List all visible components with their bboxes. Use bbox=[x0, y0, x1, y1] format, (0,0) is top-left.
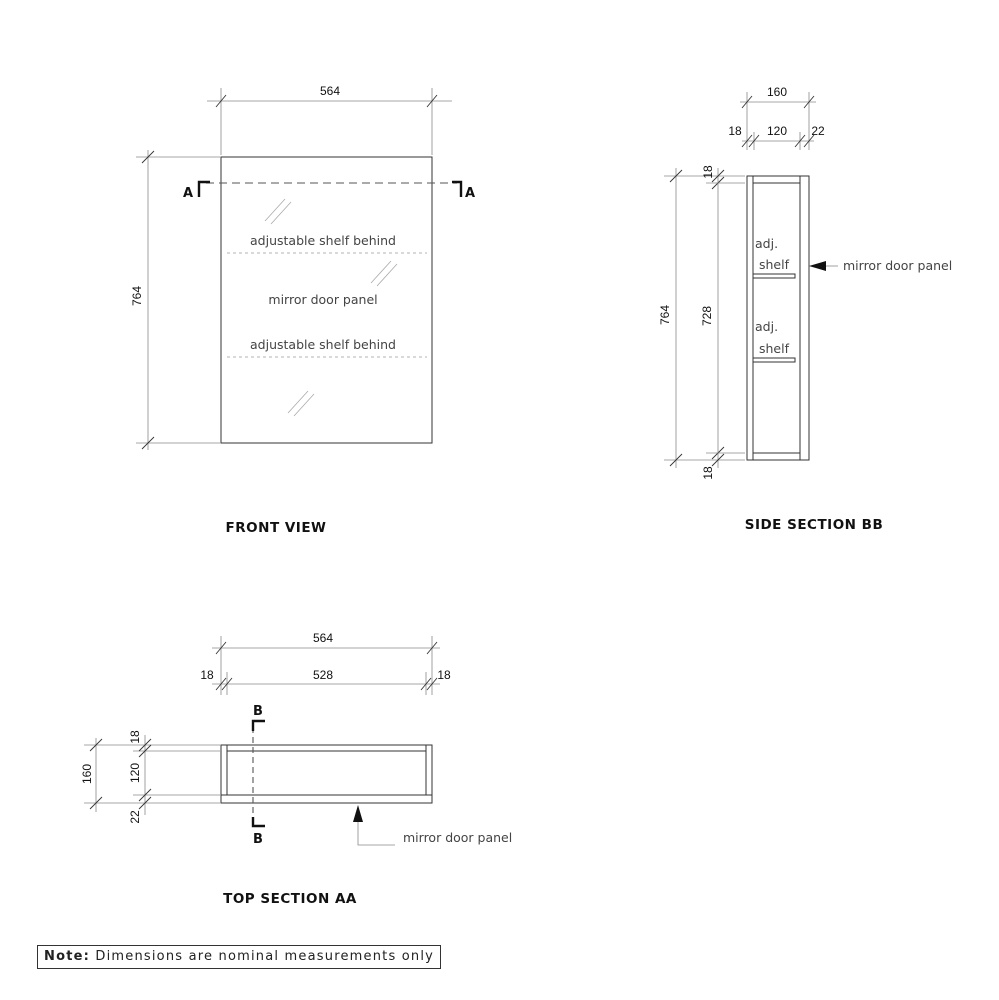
top-front-value: 22 bbox=[128, 810, 142, 824]
top-depth-sub-dimensions: 18 120 22 bbox=[128, 730, 220, 824]
side-shelf-upper bbox=[752, 273, 796, 279]
svg-text:A: A bbox=[465, 186, 475, 201]
side-cabinet-section bbox=[746, 175, 810, 461]
front-width-value: 564 bbox=[320, 84, 340, 98]
side-shelf1-label-line2: shelf bbox=[759, 257, 790, 272]
mirror-glass-hatch-top bbox=[264, 198, 292, 225]
side-section: 160 18 120 22 764 bbox=[658, 85, 952, 533]
front-shelf-label-bottom: adjustable shelf behind bbox=[250, 337, 396, 352]
side-height-dimension: 764 bbox=[658, 168, 745, 468]
side-bottom-board-value: 18 bbox=[701, 466, 715, 480]
front-shelf-label-top: adjustable shelf behind bbox=[250, 233, 396, 248]
top-mid-value: 120 bbox=[128, 763, 142, 783]
top-cabinet-section bbox=[220, 744, 433, 804]
front-door-label: mirror door panel bbox=[268, 292, 377, 307]
side-shelf2-label-line2: shelf bbox=[759, 341, 790, 356]
top-left-board-value: 18 bbox=[200, 668, 214, 682]
front-view: 564 764 A A bbox=[130, 84, 475, 536]
side-shelf2-label-line1: adj. bbox=[755, 319, 778, 334]
front-height-value: 764 bbox=[130, 286, 144, 306]
top-sub-dimensions: 18 528 18 bbox=[200, 668, 451, 695]
top-door-label: mirror door panel bbox=[403, 830, 512, 845]
side-door-label: mirror door panel bbox=[843, 258, 952, 273]
top-depth-dimension: 160 bbox=[80, 738, 220, 812]
top-width-value: 564 bbox=[313, 631, 333, 645]
side-height-value: 764 bbox=[658, 305, 672, 325]
side-inner-height-dimension: 18 728 18 bbox=[700, 165, 745, 480]
side-top-board-value: 18 bbox=[701, 165, 715, 179]
front-cabinet-outline bbox=[220, 156, 433, 444]
section-marker-b-bottom: B bbox=[251, 817, 265, 847]
top-depth-value: 160 bbox=[80, 764, 94, 784]
top-door-leader: mirror door panel bbox=[353, 805, 512, 846]
front-view-title: FRONT VIEW bbox=[226, 520, 327, 536]
front-width-dimension: 564 bbox=[207, 84, 452, 155]
section-marker-b-top: B bbox=[251, 704, 265, 731]
side-depth-dimension: 160 bbox=[740, 85, 816, 150]
side-sub-dimensions: 18 120 22 bbox=[728, 124, 825, 150]
top-section: 564 18 528 18 160 bbox=[80, 631, 512, 907]
section-marker-a-right: A bbox=[452, 180, 475, 201]
side-shelf-lower bbox=[752, 357, 796, 363]
side-section-title: SIDE SECTION BB bbox=[745, 517, 884, 533]
svg-text:B: B bbox=[253, 704, 263, 719]
side-shelf1-label-line1: adj. bbox=[755, 236, 778, 251]
mirror-glass-hatch-bottom bbox=[287, 390, 315, 417]
top-right-board-value: 18 bbox=[437, 668, 451, 682]
note-box: Note: Dimensions are nominal measurement… bbox=[37, 945, 442, 969]
top-width-dimension: 564 bbox=[212, 631, 440, 695]
note-text: Dimensions are nominal measurements only bbox=[90, 949, 435, 964]
top-inner-width-value: 528 bbox=[313, 668, 333, 682]
note-label: Note: bbox=[44, 949, 91, 964]
side-dim-mid: 120 bbox=[767, 124, 787, 138]
side-depth-value: 160 bbox=[767, 85, 787, 99]
top-back-value: 18 bbox=[128, 730, 142, 744]
top-section-title: TOP SECTION AA bbox=[223, 891, 357, 907]
mirror-glass-hatch-mid bbox=[370, 260, 398, 287]
side-dim-left: 18 bbox=[728, 124, 742, 138]
svg-text:A: A bbox=[183, 186, 193, 201]
section-marker-a-left: A bbox=[183, 180, 210, 201]
side-dim-right: 22 bbox=[811, 124, 825, 138]
side-inner-height-value: 728 bbox=[700, 306, 714, 326]
svg-text:B: B bbox=[253, 832, 263, 847]
side-door-leader: mirror door panel bbox=[809, 258, 952, 273]
front-height-dimension: 764 bbox=[130, 150, 220, 450]
